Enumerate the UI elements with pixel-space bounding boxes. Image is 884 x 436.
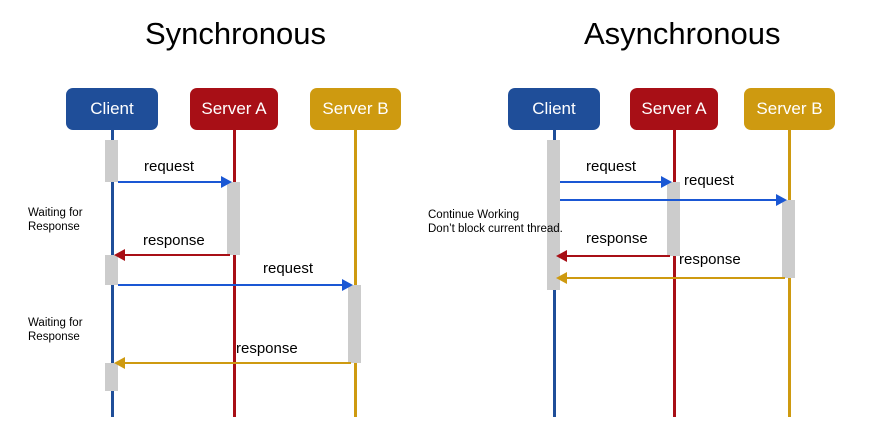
message-arrow-asynchronous-0: [560, 181, 665, 183]
message-label-synchronous-1: response: [143, 232, 205, 249]
lifeline-synchronous-server-b: [354, 130, 357, 417]
activation-bar-synchronous-client-4: [105, 363, 118, 391]
message-arrow-synchronous-2: [118, 284, 346, 286]
activation-bar-synchronous-client-0: [105, 140, 118, 182]
actor-label-synchronous-client: Client: [90, 99, 134, 118]
message-arrow-asynchronous-1: [560, 199, 780, 201]
note-synchronous-0: Waiting for Response: [28, 207, 83, 233]
message-label-asynchronous-0: request: [586, 158, 637, 175]
panel-title-synchronous: Synchronous: [145, 16, 326, 51]
message-arrow-synchronous-0: [118, 181, 225, 183]
message-label-asynchronous-1: request: [684, 172, 735, 189]
message-arrowhead-synchronous-3: [114, 357, 125, 369]
message-label-synchronous-3: response: [236, 340, 298, 357]
panel-title-asynchronous: Asynchronous: [584, 16, 781, 51]
activation-bar-synchronous-server-b-3: [348, 285, 361, 363]
message-arrow-asynchronous-2: [565, 255, 670, 257]
actor-label-asynchronous-server-b: Server B: [756, 99, 823, 118]
activation-bar-synchronous-client-2: [105, 255, 118, 285]
actor-box-asynchronous-server-a[interactable]: Server A: [630, 88, 718, 130]
actor-label-synchronous-server-a: Server A: [201, 99, 267, 118]
lifeline-asynchronous-server-a: [673, 130, 676, 417]
note-asynchronous-0: Continue Working Don’t block current thr…: [428, 209, 563, 235]
message-arrowhead-asynchronous-0: [661, 176, 672, 188]
actor-label-asynchronous-server-a: Server A: [641, 99, 707, 118]
message-arrowhead-asynchronous-3: [556, 272, 567, 284]
message-arrow-synchronous-3: [123, 362, 351, 364]
message-arrowhead-asynchronous-1: [776, 194, 787, 206]
message-arrowhead-synchronous-2: [342, 279, 353, 291]
message-label-synchronous-0: request: [144, 158, 195, 175]
message-arrowhead-synchronous-0: [221, 176, 232, 188]
lifeline-synchronous-server-a: [233, 130, 236, 417]
message-label-synchronous-2: request: [263, 260, 314, 277]
message-arrowhead-synchronous-1: [114, 249, 125, 261]
actor-box-asynchronous-server-b[interactable]: Server B: [744, 88, 835, 130]
actor-box-synchronous-server-b[interactable]: Server B: [310, 88, 401, 130]
message-arrow-synchronous-1: [123, 254, 230, 256]
actor-label-asynchronous-client: Client: [532, 99, 576, 118]
message-label-asynchronous-2: response: [586, 230, 648, 247]
actor-label-synchronous-server-b: Server B: [322, 99, 389, 118]
activation-bar-synchronous-server-a-1: [227, 182, 240, 255]
actor-box-synchronous-client[interactable]: Client: [66, 88, 158, 130]
actor-box-asynchronous-client[interactable]: Client: [508, 88, 600, 130]
activation-bar-asynchronous-server-a-1: [667, 182, 680, 256]
message-arrow-asynchronous-3: [565, 277, 785, 279]
actor-box-synchronous-server-a[interactable]: Server A: [190, 88, 278, 130]
message-label-asynchronous-3: response: [679, 251, 741, 268]
activation-bar-asynchronous-server-b-2: [782, 200, 795, 278]
message-arrowhead-asynchronous-2: [556, 250, 567, 262]
note-synchronous-1: Waiting for Response: [28, 317, 83, 343]
